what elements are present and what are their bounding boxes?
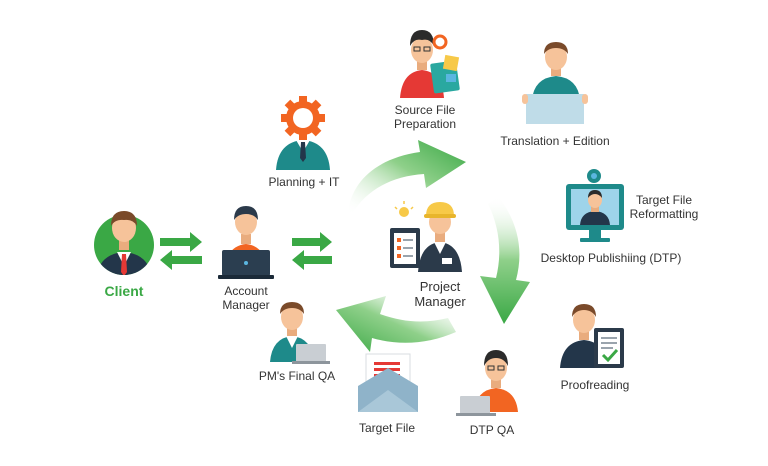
exchange-arrows-manager (292, 232, 332, 270)
account-manager-label: Account Manager (206, 284, 286, 312)
source-file-label: Source File Preparation (380, 103, 470, 131)
dtp-qa-label: DTP QA (469, 423, 515, 437)
account-manager-laptop-icon (218, 206, 274, 279)
designer-person-icon (400, 30, 460, 98)
cycle-arrow-bottom (336, 296, 456, 352)
project-manager-label: Project Manager (400, 279, 480, 309)
planning-label: Planning + IT (268, 175, 340, 189)
gear-person-icon (276, 96, 330, 170)
translation-label: Translation + Edition (500, 134, 610, 148)
pm-laptop-person-icon (270, 302, 330, 364)
client-label: Client (104, 283, 144, 299)
target-file-reformatting-line1: Target File (635, 193, 693, 207)
cycle-arrow-top (348, 140, 466, 214)
target-file-label: Target File (358, 421, 416, 435)
project-manager-line2: Manager (414, 294, 466, 309)
laptop-person-icon (456, 350, 518, 416)
account-manager-line2: Manager (222, 298, 270, 312)
source-file-line1: Source File (394, 103, 456, 117)
pm-final-qa-label: PM's Final QA (258, 369, 336, 383)
target-file-reformatting-line2: Reformatting (629, 207, 699, 221)
account-manager-line1: Account (224, 284, 268, 298)
project-manager-line1: Project (419, 279, 461, 294)
client-person-icon (94, 211, 154, 275)
cycle-arrow-right (480, 196, 530, 324)
target-file-reformatting-label: Target File Reformatting (624, 193, 704, 221)
dtp-label: Desktop Publishiing (DTP) (540, 251, 682, 265)
hardhat-clipboard-icon (390, 201, 462, 272)
checklist-person-icon (560, 304, 624, 368)
proofreading-label: Proofreading (560, 378, 630, 392)
exchange-arrows-client (160, 232, 202, 270)
translator-person-icon (522, 42, 588, 124)
monitor-person-icon (566, 169, 624, 242)
envelope-document-icon (358, 353, 418, 412)
source-file-line2: Preparation (393, 117, 457, 131)
